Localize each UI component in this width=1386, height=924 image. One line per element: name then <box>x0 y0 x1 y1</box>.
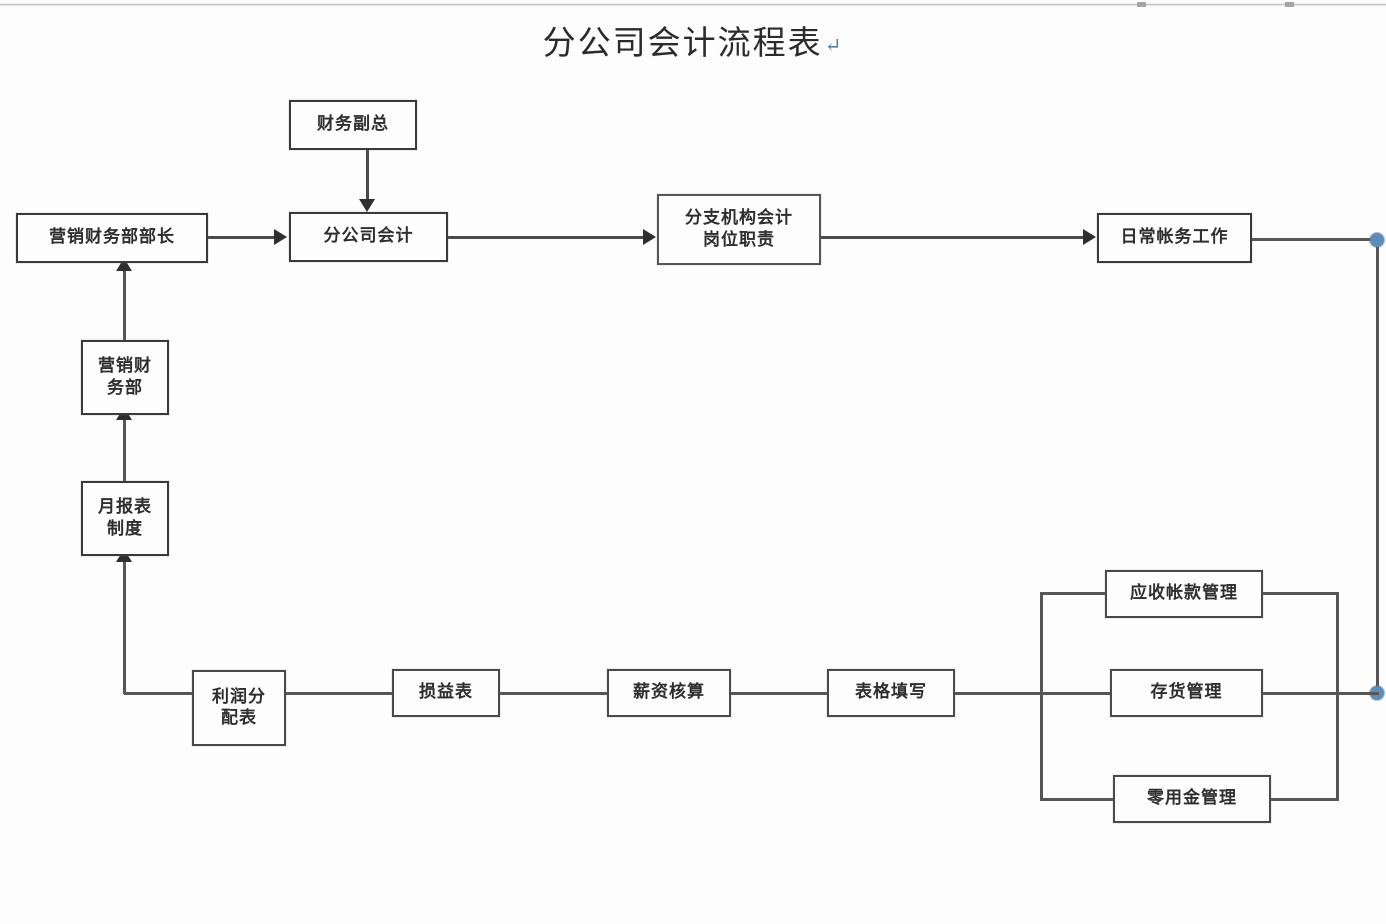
node-petty-cash-mgmt-label: 零用金管理 <box>1147 788 1237 809</box>
edge-bracket-to-inventory <box>1040 692 1112 695</box>
node-marketing-finance-dept[interactable]: 营销财 务部 <box>81 340 169 415</box>
node-marketing-finance-head-label: 营销财务部部长 <box>49 227 175 248</box>
arrow-down-icon <box>359 199 375 212</box>
top-ruler <box>0 2 1386 7</box>
node-income-statement-label: 损益表 <box>419 682 473 703</box>
edge-head-to-branchaccountant <box>208 236 276 239</box>
node-branch-accountant-label: 分公司会计 <box>323 226 414 247</box>
edge-bracket-to-receivables <box>1040 592 1107 595</box>
node-profit-distribution[interactable]: 利润分 配表 <box>192 670 286 746</box>
ruler-tick <box>1137 2 1146 7</box>
node-form-filling-label: 表格填写 <box>855 682 927 703</box>
node-form-filling[interactable]: 表格填写 <box>827 669 955 717</box>
edge-bracket-to-pettycash <box>1040 798 1115 801</box>
edge-profit-to-income <box>286 692 394 695</box>
edge-duties-to-dailywork <box>821 236 1084 239</box>
edge-branchaccountant-to-duties <box>448 236 644 239</box>
edge-payroll-to-formfilling <box>731 692 829 695</box>
node-marketing-finance-dept-label: 营销财 务部 <box>98 356 152 398</box>
arrow-right-icon <box>274 229 287 245</box>
node-finance-vp-label: 财务副总 <box>317 114 389 135</box>
node-monthly-report-system-label: 月报表 制度 <box>98 497 152 539</box>
node-daily-accounting-label: 日常帐务工作 <box>1120 227 1229 248</box>
node-branch-accountant[interactable]: 分公司会计 <box>289 212 448 262</box>
ruler-tick <box>1285 2 1294 7</box>
edge-income-to-payroll <box>500 692 609 695</box>
edge-pettycash-right <box>1271 798 1339 801</box>
edge-receivables-right <box>1263 592 1339 595</box>
edge-inventory-right <box>1263 692 1339 695</box>
node-inventory-mgmt[interactable]: 存货管理 <box>1110 669 1263 717</box>
edge-profit-to-leftcolumn <box>124 692 194 695</box>
left-column-seg-top <box>123 266 126 344</box>
left-column-seg-bottom <box>123 560 126 694</box>
node-payroll-calc-label: 薪资核算 <box>633 682 705 703</box>
node-branch-duties-label: 分支机构会计 岗位职责 <box>685 208 793 250</box>
edge-rightbus-to-mgmtbracket <box>1337 692 1379 695</box>
node-income-statement[interactable]: 损益表 <box>392 669 500 717</box>
mgmt-right-bracket <box>1336 592 1339 800</box>
paragraph-mark-icon: ↵ <box>824 33 844 57</box>
node-monthly-report-system[interactable]: 月报表 制度 <box>81 481 169 556</box>
node-profit-distribution-label: 利润分 配表 <box>212 686 266 728</box>
page-title-text: 分公司会计流程表 <box>542 23 823 62</box>
node-inventory-mgmt-label: 存货管理 <box>1150 682 1223 703</box>
node-finance-vp[interactable]: 财务副总 <box>289 100 417 150</box>
node-branch-duties[interactable]: 分支机构会计 岗位职责 <box>657 194 821 265</box>
top-right-endpoint[interactable] <box>1370 233 1384 247</box>
right-bus-vertical <box>1376 238 1379 695</box>
arrow-right-icon <box>643 229 656 245</box>
edge-dailywork-to-rightbus <box>1252 238 1380 241</box>
node-payroll-calc[interactable]: 薪资核算 <box>607 669 731 717</box>
node-receivables-mgmt[interactable]: 应收帐款管理 <box>1105 570 1263 618</box>
node-petty-cash-mgmt[interactable]: 零用金管理 <box>1113 775 1271 823</box>
page-title: 分公司会计流程表↵ <box>0 16 1386 64</box>
left-column-seg-mid <box>123 418 126 484</box>
node-marketing-finance-head[interactable]: 营销财务部部长 <box>16 213 208 263</box>
node-daily-accounting[interactable]: 日常帐务工作 <box>1097 213 1252 263</box>
arrow-right-icon <box>1083 229 1096 245</box>
edge-formfilling-to-mgmt <box>955 692 1043 695</box>
edge-financevp-to-branchaccountant <box>366 150 369 200</box>
node-receivables-mgmt-label: 应收帐款管理 <box>1130 583 1238 604</box>
mgmt-left-bracket <box>1040 592 1043 800</box>
